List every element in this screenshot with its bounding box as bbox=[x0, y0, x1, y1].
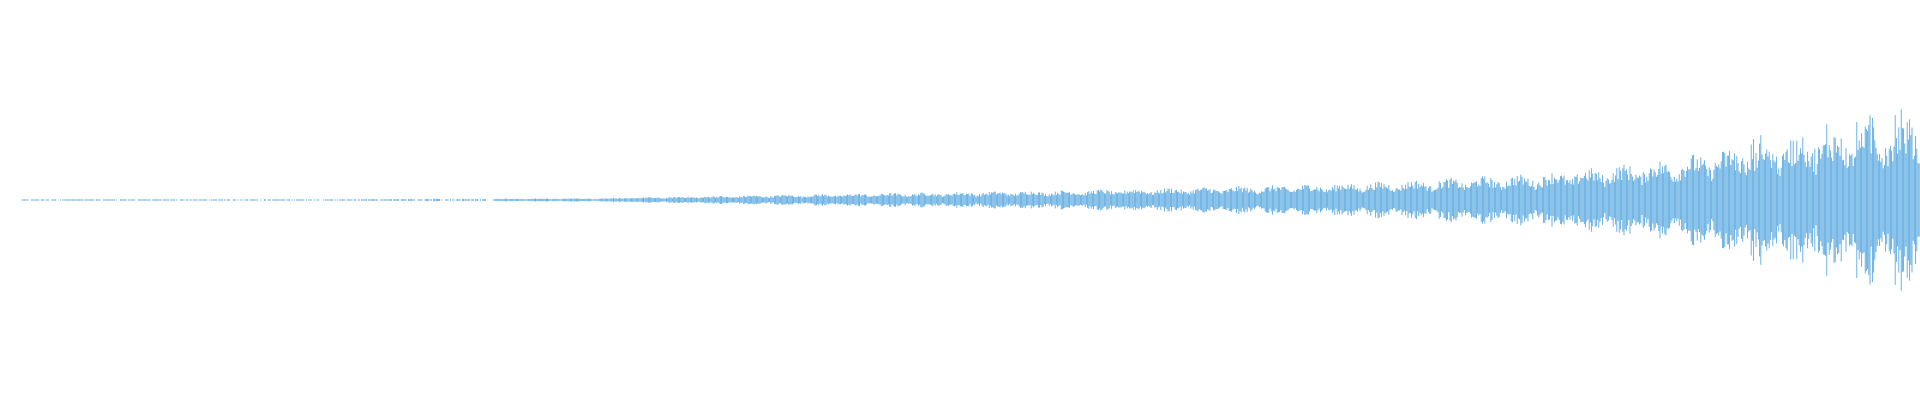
waveform-bars bbox=[21, 109, 1920, 291]
waveform-trace bbox=[21, 109, 1920, 291]
